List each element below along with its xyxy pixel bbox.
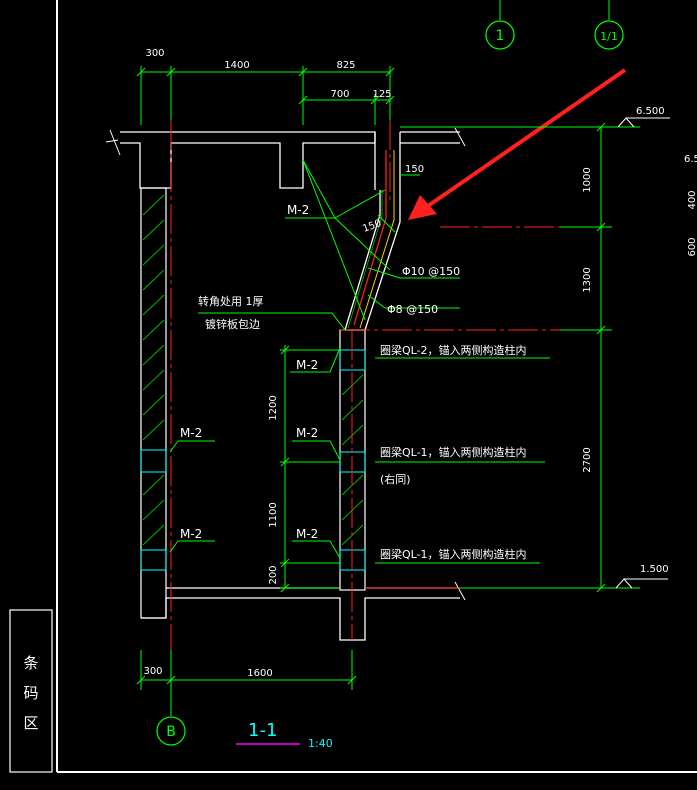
left-dimension-chain bbox=[280, 345, 340, 593]
dim-400-far: 400 bbox=[687, 190, 697, 209]
label-rebar-phi8: Φ8 @150 bbox=[387, 303, 438, 316]
level-top-label: 6.500 bbox=[636, 106, 665, 117]
floor-slab bbox=[141, 581, 466, 641]
left-dimension-texts: 1200 1100 200 bbox=[268, 395, 279, 584]
leader-lines bbox=[169, 159, 550, 564]
dim-1000: 1000 bbox=[582, 167, 593, 192]
dim-600-far: 600 bbox=[687, 237, 697, 256]
level-mark-top: 6.500 bbox=[617, 106, 670, 128]
bottom-dimension-texts: 300 1600 bbox=[143, 666, 272, 679]
section-title-label: 1-1 bbox=[248, 720, 277, 741]
dim-125: 125 bbox=[372, 89, 391, 100]
inclined-wall-rebar bbox=[347, 150, 395, 329]
barcode-char-1: 条 bbox=[23, 654, 38, 672]
dim-1100: 1100 bbox=[268, 502, 279, 527]
dim-2700: 2700 bbox=[582, 447, 593, 472]
label-m2-left-lower: M-2 bbox=[180, 527, 202, 541]
axis-bubble-b: B bbox=[156, 690, 186, 746]
dim-300-bottom: 300 bbox=[143, 666, 162, 677]
label-corner-note-2: 镀锌板包边 bbox=[205, 317, 260, 331]
dim-150-a: 150 bbox=[405, 164, 424, 175]
section-title: 1-1 1:40 bbox=[236, 720, 333, 750]
axis-1-1-label: 1/1 bbox=[600, 30, 618, 43]
dim-150-b: 150 bbox=[361, 218, 383, 235]
dim-200: 200 bbox=[268, 565, 279, 584]
drawing-frame bbox=[9, 0, 697, 773]
label-corner-note-1: 转角处用 1厚 bbox=[198, 294, 264, 308]
label-m2-right-upper: M-2 bbox=[296, 426, 318, 440]
dim-300-top: 300 bbox=[145, 48, 164, 59]
axis-b-label: B bbox=[166, 724, 176, 740]
barcode-char-2: 码 bbox=[23, 684, 38, 702]
axis-bubble-1: 1 bbox=[485, 0, 515, 50]
barcode-char-3: 区 bbox=[23, 714, 38, 732]
axis-bubble-1-1: 1/1 bbox=[594, 0, 624, 50]
label-ql1-same: (右同) bbox=[380, 472, 411, 486]
label-rebar-phi10: Φ10 @150 bbox=[402, 265, 460, 278]
label-m2-ql2: M-2 bbox=[296, 358, 318, 372]
inclined-wall-dims bbox=[377, 174, 420, 233]
dim-1600: 1600 bbox=[247, 668, 272, 679]
label-ql1-upper: 圈梁QL-1，锚入两侧构造柱内 bbox=[380, 445, 527, 459]
top-dimension-chain bbox=[136, 66, 395, 125]
top-dimension-texts: 300 1400 825 700 125 bbox=[145, 48, 391, 100]
section-scale-label: 1:40 bbox=[308, 737, 333, 750]
right-dimension-texts: 1000 1300 2700 400 600 bbox=[582, 167, 697, 472]
dim-1400: 1400 bbox=[224, 60, 249, 71]
label-m2-right-lower: M-2 bbox=[296, 527, 318, 541]
left-wall bbox=[140, 187, 167, 619]
dim-1200: 1200 bbox=[268, 395, 279, 420]
red-arrow-pointer bbox=[408, 68, 627, 220]
annotation-texts: M-2 Φ10 @150 Φ8 @150 转角处用 1厚 镀锌板包边 M-2 圈… bbox=[180, 203, 527, 561]
dim-700: 700 bbox=[330, 89, 349, 100]
level-top-partial-label: 6.5 bbox=[684, 154, 697, 165]
label-ql2: 圈梁QL-2，锚入两侧构造柱内 bbox=[380, 343, 527, 357]
level-mark-bottom: 1.500 bbox=[615, 564, 669, 589]
roof-slab bbox=[105, 127, 466, 190]
label-ql1-lower: 圈梁QL-1，锚入两侧构造柱内 bbox=[380, 547, 527, 561]
label-m2-left-upper: M-2 bbox=[180, 426, 202, 440]
level-bottom-label: 1.500 bbox=[640, 564, 669, 575]
right-dimension-chain bbox=[400, 122, 640, 593]
barcode-area-label: 条 码 区 bbox=[23, 654, 38, 732]
bottom-dimension-chain bbox=[136, 650, 357, 690]
axis-1-label: 1 bbox=[496, 28, 505, 44]
label-m2-roof: M-2 bbox=[287, 203, 309, 217]
dim-1300: 1300 bbox=[582, 267, 593, 292]
dim-825: 825 bbox=[336, 60, 355, 71]
